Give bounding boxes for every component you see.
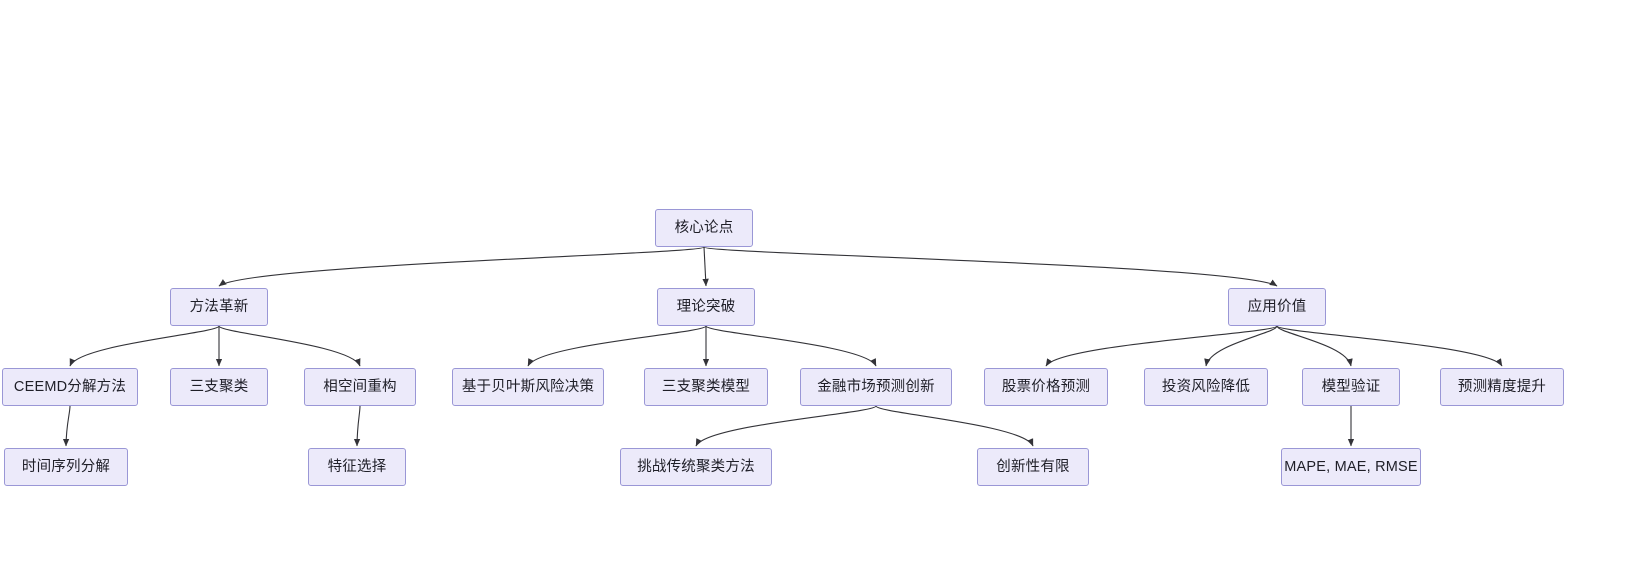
node-label: 特征选择	[327, 458, 387, 475]
flowchart-edge-theory-to-bayes	[527, 325, 707, 367]
node-label: 相空间重构	[323, 378, 397, 395]
flowchart-edge-application-to-risk	[1204, 325, 1278, 367]
flowchart-node-finance[interactable]: 金融市场预测创新	[800, 368, 952, 406]
flowchart-node-stock[interactable]: 股票价格预测	[984, 368, 1108, 406]
flowchart-node-accuracy[interactable]: 预测精度提升	[1440, 368, 1564, 406]
node-label: 挑战传统聚类方法	[637, 458, 755, 475]
flowchart-node-risk[interactable]: 投资风险降低	[1144, 368, 1268, 406]
flowchart-node-ceemd[interactable]: CEEMD分解方法	[2, 368, 138, 406]
flowchart-edge-ceemd-to-decompose	[62, 405, 71, 447]
node-label: 预测精度提升	[1457, 378, 1547, 395]
flowchart-node-root[interactable]: 核心论点	[655, 209, 753, 247]
flowchart-node-challenge[interactable]: 挑战传统聚类方法	[620, 448, 772, 486]
flowchart-edge-application-to-accuracy	[1276, 325, 1503, 367]
flowchart-edge-application-to-validate	[1276, 325, 1353, 367]
node-label: 金融市场预测创新	[817, 378, 935, 395]
node-label: 股票价格预测	[1001, 378, 1091, 395]
flowchart-edge-theory-to-finance	[705, 325, 877, 367]
flowchart-edge-method-to-phase	[218, 325, 361, 367]
flowchart-edge-root-to-method	[218, 246, 705, 287]
flowchart-node-limited[interactable]: 创新性有限	[977, 448, 1089, 486]
flowchart-node-decompose[interactable]: 时间序列分解	[4, 448, 128, 486]
flowchart-node-method[interactable]: 方法革新	[170, 288, 268, 326]
node-label: 核心论点	[674, 219, 734, 236]
flowchart-node-bayes[interactable]: 基于贝叶斯风险决策	[452, 368, 604, 406]
node-label: 模型验证	[1321, 378, 1381, 395]
flowchart-node-three-way[interactable]: 三支聚类	[170, 368, 268, 406]
node-label: CEEMD分解方法	[13, 378, 127, 395]
node-label: 方法革新	[189, 298, 249, 315]
edge-paths	[62, 246, 1503, 447]
flowchart-node-application[interactable]: 应用价值	[1228, 288, 1326, 326]
flowchart-edge-finance-to-challenge	[695, 405, 877, 447]
flowchart-node-validate[interactable]: 模型验证	[1302, 368, 1400, 406]
flowchart-node-metrics[interactable]: MAPE, MAE, RMSE	[1281, 448, 1421, 486]
flowchart-edge-root-to-theory	[702, 246, 709, 287]
flowchart-node-theory[interactable]: 理论突破	[657, 288, 755, 326]
node-label: MAPE, MAE, RMSE	[1284, 458, 1418, 475]
flowchart-edge-application-to-stock	[1045, 325, 1278, 367]
node-label: 理论突破	[676, 298, 736, 315]
node-label: 投资风险降低	[1161, 378, 1251, 395]
node-label: 三支聚类	[189, 378, 249, 395]
flowchart-node-feature[interactable]: 特征选择	[308, 448, 406, 486]
node-label: 基于贝叶斯风险决策	[461, 378, 595, 395]
flowchart-node-twc-model[interactable]: 三支聚类模型	[644, 368, 768, 406]
node-label: 三支聚类模型	[661, 378, 751, 395]
flowchart-edge-finance-to-limited	[875, 405, 1034, 447]
node-label: 时间序列分解	[21, 458, 111, 475]
flowchart-edge-root-to-application	[703, 246, 1278, 287]
node-label: 应用价值	[1247, 298, 1307, 315]
flowchart-edge-phase-to-feature	[353, 405, 361, 447]
node-label: 创新性有限	[996, 458, 1070, 475]
flowchart-edge-method-to-ceemd	[69, 325, 220, 367]
flowchart-node-phase[interactable]: 相空间重构	[304, 368, 416, 406]
